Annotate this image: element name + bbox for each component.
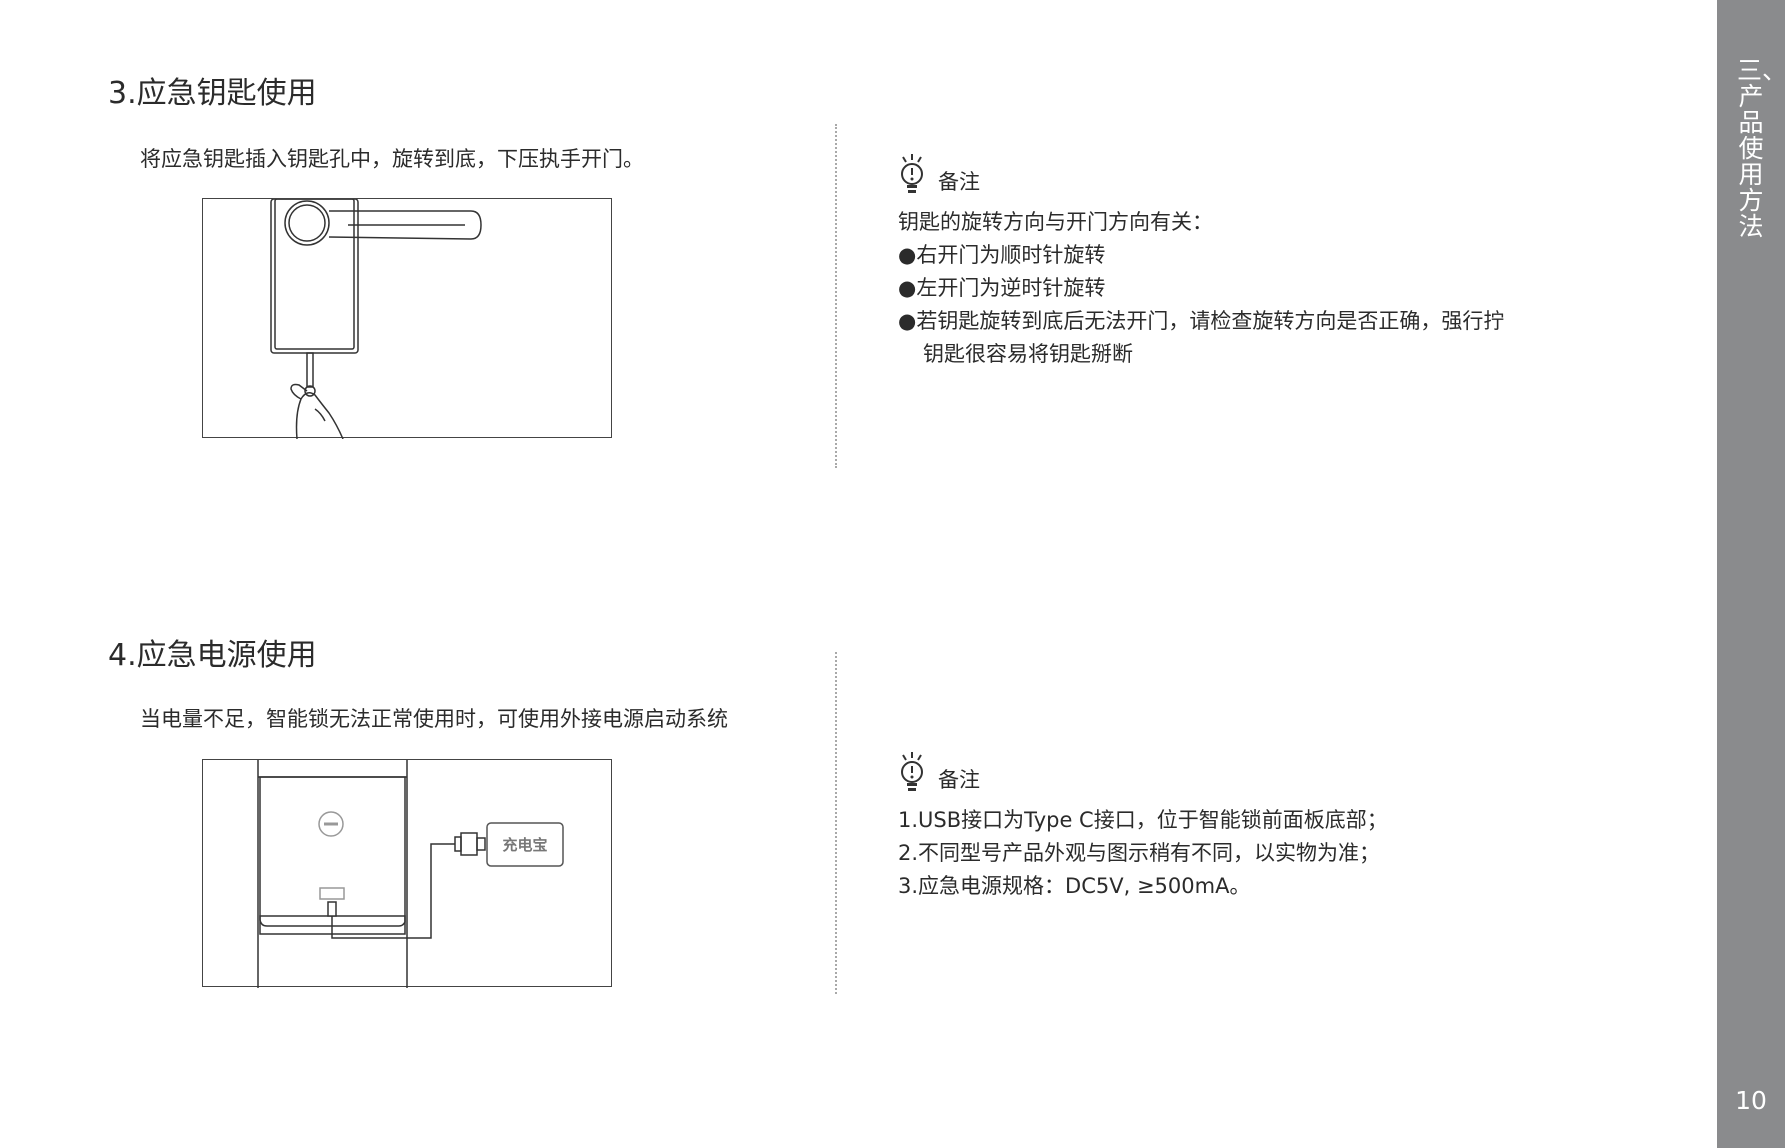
section3-note-title: 备注 — [938, 170, 980, 194]
section4-note-title: 备注 — [938, 768, 980, 792]
page-number: 10 — [1735, 1086, 1767, 1115]
note-line: 钥匙很容易将钥匙掰断 — [923, 342, 1133, 366]
section4-heading: 4.应急电源使用 — [108, 638, 317, 673]
section3-divider — [835, 124, 837, 468]
note-line: 3.应急电源规格：DC5V, ≥500mA。 — [898, 874, 1251, 898]
note-line: ●左开门为逆时针旋转 — [898, 276, 1106, 300]
section4-note: 备注 1.USB接口为Type C接口，位于智能锁前面板底部； 2.不同型号产品… — [898, 750, 1388, 903]
section3-note: 备注 钥匙的旋转方向与开门方向有关： ●右开门为顺时针旋转 ●左开门为逆时针旋转… — [898, 152, 1504, 371]
emergency-key-illustration — [202, 198, 612, 439]
note-line: 2.不同型号产品外观与图示稍有不同，以实物为准； — [898, 841, 1381, 865]
lightbulb-icon — [898, 750, 926, 794]
section4-description: 当电量不足，智能锁无法正常使用时，可使用外接电源启动系统 — [140, 707, 728, 731]
note-line: ●右开门为顺时针旋转 — [898, 243, 1106, 267]
note-line: ●若钥匙旋转到底后无法开门，请检查旋转方向是否正确，强行拧 — [898, 309, 1505, 333]
section3-description: 将应急钥匙插入钥匙孔中，旋转到底，下压执手开门。 — [140, 147, 644, 171]
emergency-power-illustration: 充电宝 — [202, 759, 612, 988]
note-line: 钥匙的旋转方向与开门方向有关： — [898, 210, 1213, 234]
section3-heading: 3.应急钥匙使用 — [108, 76, 317, 111]
key-lock-drawing — [270, 199, 482, 439]
note-line: 1.USB接口为Type C接口，位于智能锁前面板底部； — [898, 808, 1388, 832]
lightbulb-icon — [898, 152, 926, 196]
section-title: 三、产品使用方法 — [1737, 56, 1785, 241]
sidebar: 三、产品使用方法 10 — [1717, 0, 1785, 1148]
charger-label: 充电宝 — [502, 836, 547, 854]
section4-divider — [835, 652, 837, 994]
usb-power-drawing: 充电宝 — [257, 760, 564, 988]
